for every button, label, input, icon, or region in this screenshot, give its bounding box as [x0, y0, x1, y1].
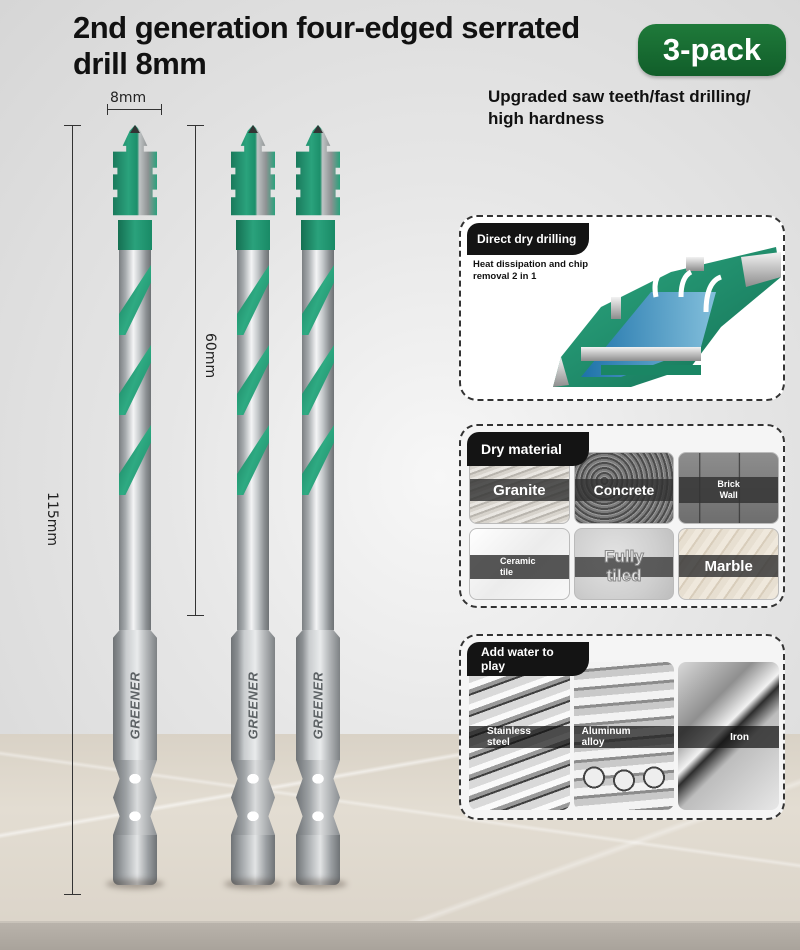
- carbide-point: [130, 125, 140, 133]
- shank-end: [231, 835, 275, 885]
- material-tile-concrete: Concrete: [573, 452, 675, 524]
- total-length-tick-bottom: [64, 894, 81, 895]
- caption-text: tile: [500, 567, 514, 577]
- shank-end: [113, 835, 157, 885]
- width-tick-right: [161, 104, 162, 115]
- caption-text: Concrete: [593, 482, 655, 498]
- brand-mark: GREENER: [124, 665, 146, 745]
- panel-label: Direct dry drilling: [467, 223, 589, 255]
- hex-shank: [113, 630, 157, 760]
- drill-neck: [118, 220, 152, 250]
- serrated-tip: [113, 125, 157, 216]
- desc-line-1: Heat dissipation and chip: [473, 259, 589, 270]
- hex-shank: [296, 630, 340, 760]
- product-title: 2nd generation four-edged serrated drill…: [73, 10, 633, 82]
- caption-text: Ceramic: [500, 556, 536, 566]
- caption-text: Granite: [493, 481, 546, 499]
- caption-text: Aluminum: [581, 726, 631, 737]
- width-label: 8mm: [110, 90, 147, 106]
- caption-text: Stainless: [487, 726, 531, 737]
- caption-text: Fully: [604, 547, 645, 567]
- drill-shadow: [289, 879, 347, 889]
- working-length-tick-top: [187, 125, 204, 126]
- tile-caption: Marble: [679, 555, 778, 577]
- brand-mark: GREENER: [307, 665, 329, 745]
- quick-change-groove: [113, 760, 157, 835]
- quick-change-groove: [296, 760, 340, 835]
- working-length-line: [195, 125, 196, 615]
- pack-badge: 3-pack: [638, 24, 786, 76]
- countertop-edge: [0, 921, 800, 950]
- caption-text: Marble: [704, 557, 753, 575]
- drill-neck: [236, 220, 270, 250]
- caption-text: alloy: [581, 737, 605, 748]
- drill-bit-1: GREENER: [106, 125, 164, 895]
- drill-shadow: [224, 879, 282, 889]
- width-tick-left: [107, 104, 108, 115]
- brand-mark: GREENER: [242, 665, 264, 745]
- total-length-label: 115mm: [44, 492, 60, 546]
- material-tile-marble: Marble: [678, 528, 779, 600]
- working-length-label: 60mm: [202, 333, 218, 379]
- drill-neck: [301, 220, 335, 250]
- drill-shadow: [106, 879, 164, 889]
- feature-subtitle: Upgraded saw teeth/fast drilling/ high h…: [488, 86, 798, 130]
- total-length-line: [72, 125, 73, 895]
- caption-text: Wall: [719, 490, 738, 500]
- brand-text: GREENER: [245, 671, 261, 739]
- width-line: [107, 109, 162, 110]
- drill-tip-closeup-illustration: [553, 247, 781, 387]
- tile-caption: Iron: [678, 726, 779, 748]
- panel-label: Add water to play: [467, 642, 589, 676]
- shank-end: [296, 835, 340, 885]
- drill-bit-3: GREENER: [289, 125, 347, 895]
- carbide-point: [248, 125, 258, 133]
- serrated-tip: [231, 125, 275, 216]
- caption-text: Iron: [730, 731, 749, 743]
- carbide-point: [313, 125, 323, 133]
- subtitle-line-2: high hardness: [488, 109, 605, 128]
- title-line-1: 2nd generation four-edged serrated: [73, 10, 580, 45]
- quick-change-groove: [231, 760, 275, 835]
- tile-caption: Concrete: [574, 479, 674, 501]
- serrated-tip: [296, 125, 340, 216]
- material-tile-iron: Iron: [678, 662, 779, 810]
- caption-text: steel: [487, 737, 510, 748]
- caption-text: Brick: [717, 479, 740, 489]
- brand-text: GREENER: [310, 671, 326, 739]
- hex-shank: [231, 630, 275, 760]
- caption-text: tiled: [606, 566, 642, 586]
- subtitle-line-1: Upgraded saw teeth/fast drilling/: [488, 87, 751, 106]
- tile-caption: Granite: [470, 479, 569, 501]
- brand-text: GREENER: [127, 671, 143, 739]
- drill-bit-2: GREENER: [224, 125, 282, 895]
- desc-line-2: removal 2 in 1: [473, 271, 537, 282]
- working-length-tick-bottom: [187, 615, 204, 616]
- title-line-2: drill 8mm: [73, 46, 207, 81]
- panel-description: Heat dissipation and chip removal 2 in 1: [473, 259, 613, 283]
- panel-label: Dry material: [467, 432, 589, 466]
- dry-drilling-panel: Direct dry drilling Heat dissipation and…: [459, 215, 785, 401]
- total-length-tick-top: [64, 125, 81, 126]
